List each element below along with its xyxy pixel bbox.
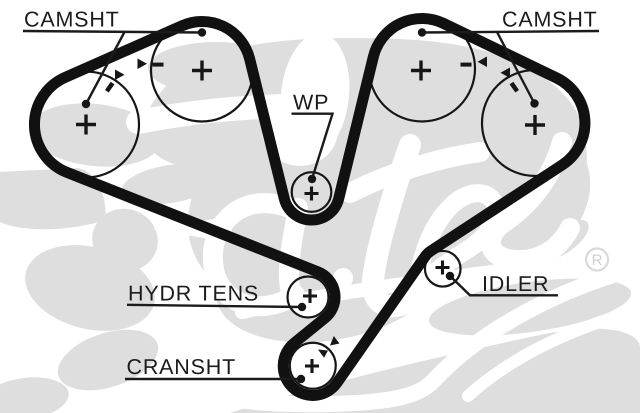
svg-text:CAMSHT: CAMSHT	[24, 8, 120, 32]
svg-text:R: R	[592, 252, 603, 269]
svg-text:CAMSHT: CAMSHT	[502, 8, 598, 32]
svg-text:WP: WP	[293, 91, 329, 115]
svg-text:HYDR TENS: HYDR TENS	[128, 282, 259, 306]
svg-text:IDLER: IDLER	[482, 272, 549, 296]
svg-text:CRANSHT: CRANSHT	[127, 355, 237, 379]
